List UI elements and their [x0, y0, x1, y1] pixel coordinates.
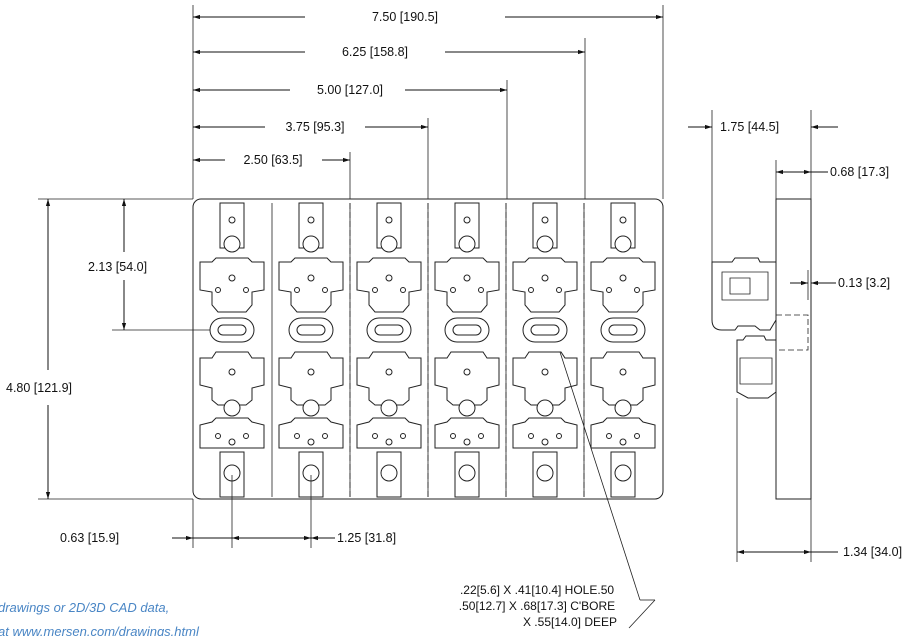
bottom-terminal-hole [614, 464, 632, 482]
fuse-pole [427, 202, 500, 498]
upper-clip [512, 257, 578, 313]
dim-side-width: 1.75 [44.5] [720, 120, 779, 134]
dim-pos-6: 6.25 [158.8] [342, 45, 408, 59]
upper-clip [356, 257, 422, 313]
top-screw-hole [307, 216, 315, 224]
footer-line-1: drawings or 2D/3D CAD data, [0, 600, 169, 615]
dim-side-offset: 0.13 [3.2] [838, 276, 890, 290]
bottom-terminal-hole [380, 464, 398, 482]
dim-pos-3: 2.50 [63.5] [243, 153, 302, 167]
middle-hole [536, 399, 554, 417]
lower-clip [356, 417, 422, 449]
pole-group [199, 202, 656, 498]
fuse-pole [349, 202, 422, 498]
footer-note: drawings or 2D/3D CAD data, at www.merse… [0, 600, 200, 636]
top-terminal-hole [536, 235, 554, 253]
top-terminal-hole [223, 235, 241, 253]
top-terminal-hole [380, 235, 398, 253]
lower-clip [512, 417, 578, 449]
dim-pos-4: 3.75 [95.3] [285, 120, 344, 134]
dim-pos-5: 5.00 [127.0] [317, 83, 383, 97]
side-terminal-lower [736, 335, 777, 399]
bottom-dimensions: 0.63 [15.9] 1.25 [31.8] [60, 475, 396, 548]
top-terminal-hole [614, 235, 632, 253]
lower-clip [590, 417, 656, 449]
top-screw-hole [541, 216, 549, 224]
front-view [192, 198, 664, 500]
dim-overall-height: 4.80 [121.9] [6, 381, 72, 395]
mounting-slot-inner [608, 324, 638, 336]
middle-hole [302, 399, 320, 417]
fuse-pole [199, 202, 265, 498]
middle-clip [512, 351, 578, 406]
top-terminal-hole [458, 235, 476, 253]
top-screw-hole [385, 216, 393, 224]
upper-clip [278, 257, 344, 313]
top-terminal-hole [302, 235, 320, 253]
side-base [775, 198, 812, 500]
middle-hole [458, 399, 476, 417]
top-screw-hole [228, 216, 236, 224]
middle-hole [380, 399, 398, 417]
lower-clip [434, 417, 500, 449]
dim-left-edge: 0.63 [15.9] [60, 531, 119, 545]
side-view: 1.75 [44.5] 0.68 [17.3] 0.13 [3.2] 1.34 … [688, 110, 902, 562]
hole-callout: .22[5.6] X .41[10.4] HOLE.50 .50[12.7] X… [459, 351, 656, 629]
dim-overall-width: 7.50 [190.5] [372, 10, 438, 24]
footer-link[interactable]: at www.mersen.com/drawings.html [0, 624, 200, 636]
middle-clip [356, 351, 422, 406]
middle-hole [614, 399, 632, 417]
dim-side-depth: 0.68 [17.3] [830, 165, 889, 179]
mounting-slot-inner [452, 324, 482, 336]
fuse-pole [271, 202, 344, 498]
dim-side-bottom: 1.34 [34.0] [843, 545, 902, 559]
mounting-slot-inner [530, 324, 560, 336]
upper-clip [434, 257, 500, 313]
dim-pitch: 1.25 [31.8] [337, 531, 396, 545]
vertical-dimensions: 4.80 [121.9] 2.13 [54.0] [6, 198, 210, 500]
callout-line-3: X .55[14.0] DEEP [523, 615, 617, 629]
mounting-slot-inner [296, 324, 326, 336]
top-screw-hole [463, 216, 471, 224]
middle-clip [278, 351, 344, 406]
middle-hole [223, 399, 241, 417]
mounting-slot-inner [374, 324, 404, 336]
fuse-pole [583, 202, 656, 498]
callout-line-2: .50[12.7] X .68[17.3] C'BORE [459, 599, 615, 613]
middle-clip [434, 351, 500, 406]
dim-hole-height: 2.13 [54.0] [88, 260, 147, 274]
lower-clip [278, 417, 344, 449]
horizontal-dimensions: 7.50 [190.5] 6.25 [158.8] 5.00 [127.0] 3… [192, 5, 664, 199]
top-screw-hole [619, 216, 627, 224]
bottom-terminal-hole [536, 464, 554, 482]
middle-clip [590, 351, 656, 406]
upper-clip [199, 257, 265, 313]
mounting-slot-inner [217, 324, 247, 336]
fuse-pole [505, 202, 578, 498]
upper-clip [590, 257, 656, 313]
bottom-terminal-hole [458, 464, 476, 482]
lower-clip [199, 417, 265, 449]
middle-clip [199, 351, 265, 406]
callout-line-1: .22[5.6] X .41[10.4] HOLE.50 [460, 583, 614, 597]
